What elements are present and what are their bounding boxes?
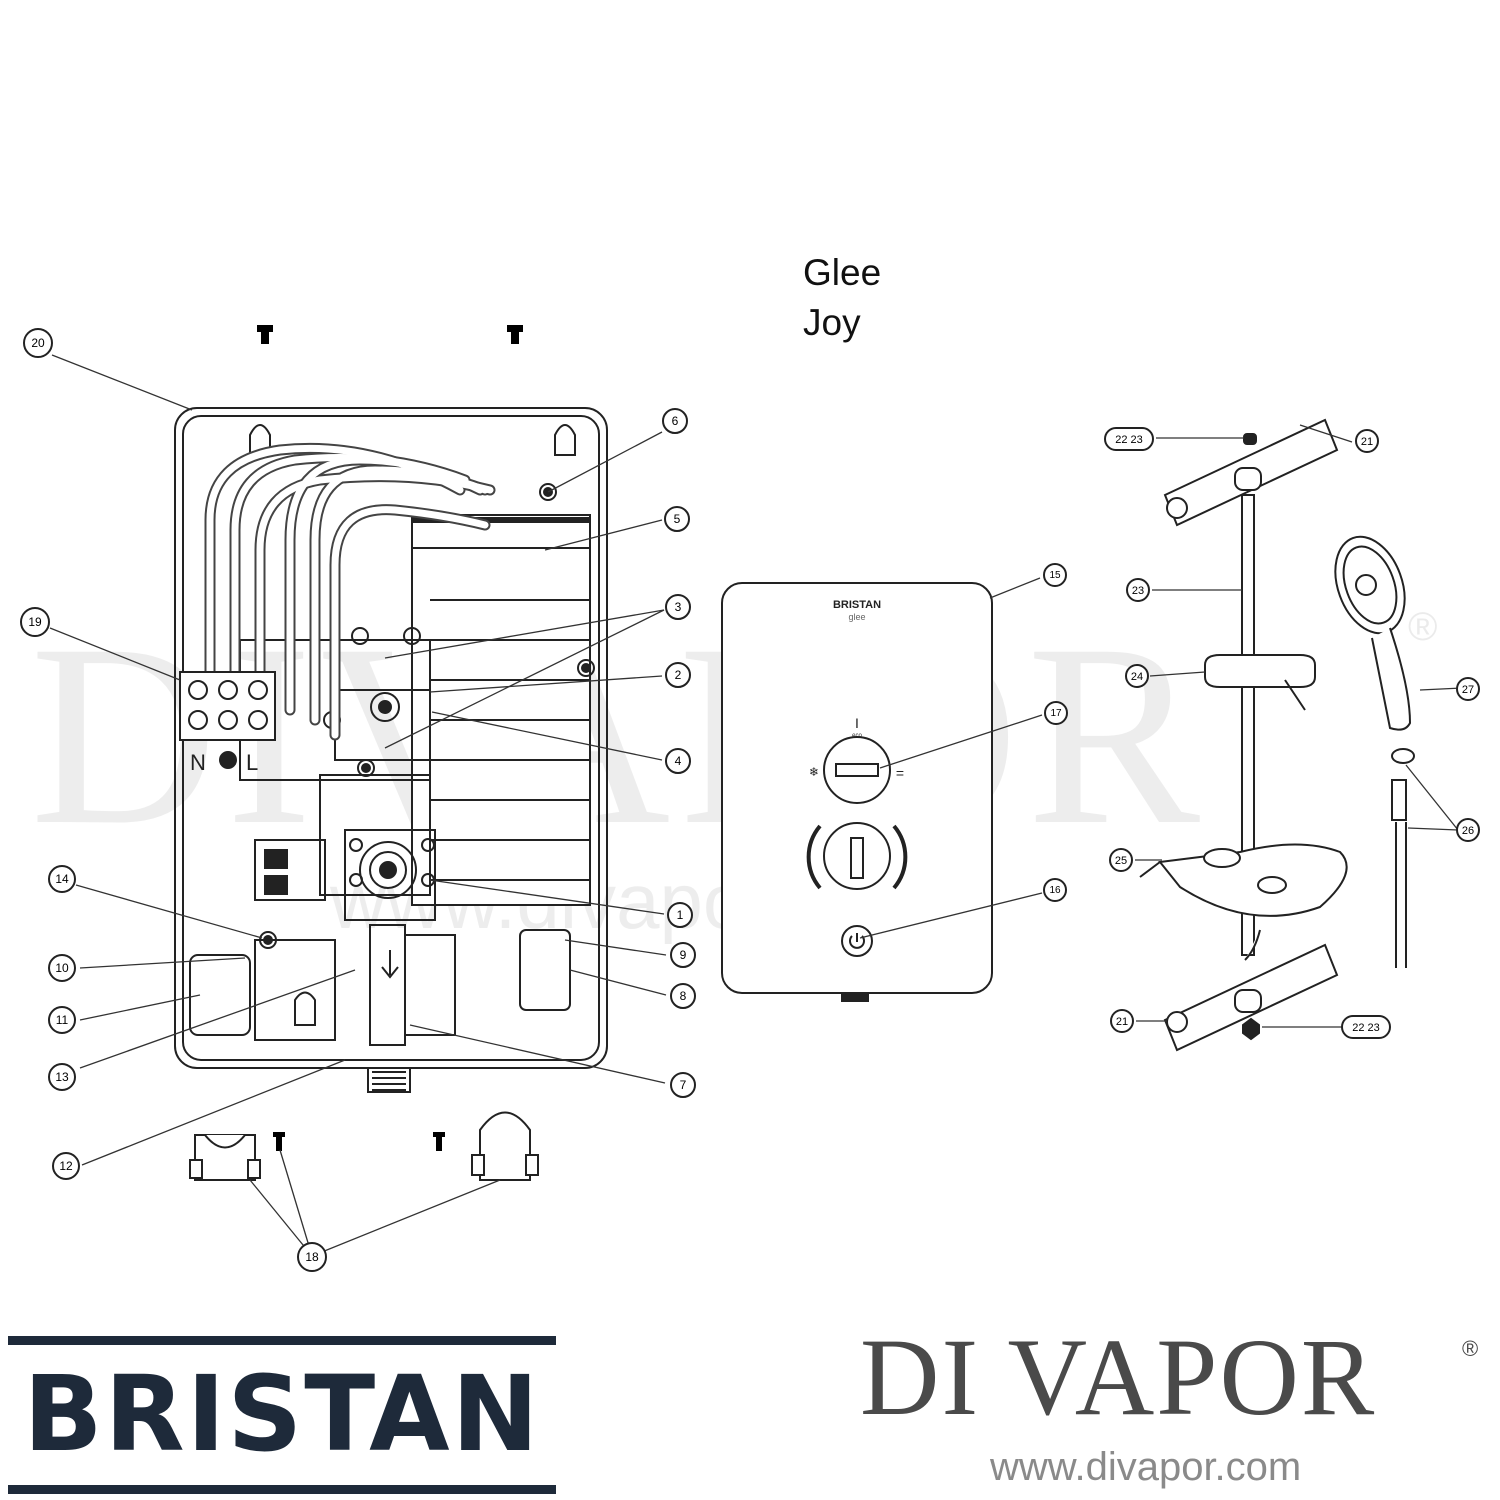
hose — [1391, 748, 1415, 968]
svg-text:1: 1 — [677, 908, 684, 922]
dealer-registered-mark: ® — [1462, 1336, 1479, 1361]
leader-lines — [49, 354, 1463, 1257]
bristan-logo: BRISTAN — [8, 1336, 556, 1494]
callout-2: 2 — [665, 662, 691, 688]
dealer-url[interactable]: www.divapor.com — [990, 1445, 1302, 1489]
panel-brand: BRISTAN — [833, 599, 881, 611]
model-name-glee: Glee — [803, 252, 882, 293]
svg-text:19: 19 — [28, 615, 42, 629]
handset — [1334, 535, 1412, 731]
callout-8: 8 — [670, 983, 696, 1009]
logo-wordmark: BRISTAN — [23, 1353, 541, 1475]
callout-15: 15 — [1043, 563, 1067, 587]
dial-label-top-sub: eco — [852, 733, 862, 739]
svg-text:17: 17 — [1050, 708, 1062, 719]
callout-7: 7 — [670, 1072, 696, 1098]
dial-label-right: = — [896, 765, 904, 781]
svg-text:2: 2 — [675, 668, 682, 682]
callout-19: 19 — [20, 607, 50, 637]
callout-21: 21 — [1355, 429, 1379, 453]
power-icon — [849, 933, 865, 949]
riser-rail — [1139, 418, 1348, 1052]
callout-17: 17 — [1044, 701, 1068, 725]
callout-20: 20 — [23, 328, 53, 358]
callout-14: 14 — [48, 865, 76, 893]
dial-label-top: I — [855, 715, 859, 731]
svg-text:9: 9 — [680, 948, 687, 962]
svg-text:18: 18 — [305, 1250, 319, 1264]
terminal-block — [179, 671, 276, 769]
callout-16: 16 — [1043, 878, 1067, 902]
svg-text:15: 15 — [1049, 570, 1061, 581]
svg-text:24: 24 — [1131, 671, 1143, 683]
callout-5: 5 — [664, 506, 690, 532]
front-cover — [721, 582, 993, 1002]
mounting-bracket — [471, 1111, 539, 1181]
svg-text:21: 21 — [1361, 436, 1373, 448]
svg-text:21: 21 — [1116, 1016, 1128, 1028]
logo-bar-top — [8, 1336, 556, 1345]
model-name-joy: Joy — [803, 302, 861, 343]
callout-6: 6 — [662, 408, 688, 434]
svg-text:11: 11 — [56, 1013, 69, 1027]
svg-text:12: 12 — [59, 1159, 73, 1173]
callout-22-23-top: 22 23 — [1104, 427, 1154, 451]
svg-text:23: 23 — [1132, 585, 1144, 597]
callout-22-23-bottom: 22 23 — [1341, 1015, 1391, 1039]
svg-text:4: 4 — [675, 754, 682, 768]
watermark-reg: ® — [1408, 605, 1437, 649]
svg-text:16: 16 — [1049, 885, 1061, 896]
callout-10: 10 — [48, 954, 76, 982]
terminal-label-n: N — [190, 750, 206, 775]
callout-12: 12 — [52, 1152, 80, 1180]
screw-icon — [257, 325, 273, 344]
svg-text:22 23: 22 23 — [1352, 1022, 1380, 1034]
callout-9: 9 — [670, 942, 696, 968]
callout-11: 11 — [48, 1006, 76, 1034]
svg-text:6: 6 — [672, 414, 679, 428]
svg-text:8: 8 — [680, 989, 687, 1003]
callout-27: 27 — [1456, 677, 1480, 701]
screw-icon — [507, 325, 523, 344]
wiring-loom-inner — [206, 444, 494, 739]
callout-3: 3 — [665, 594, 691, 620]
callouts: 1 2 3 4 5 6 7 8 9 10 11 12 13 14 15 16 1… — [20, 328, 1480, 1272]
svg-text:14: 14 — [55, 872, 69, 886]
callout-24: 24 — [1125, 664, 1149, 688]
mounting-bracket — [189, 1134, 261, 1181]
screw-icon — [433, 1132, 445, 1151]
svg-text:20: 20 — [31, 336, 45, 350]
terminal-label-l: L — [246, 750, 258, 775]
snowflake-icon: ❄ — [809, 765, 819, 779]
dealer-name: DI VAPOR — [860, 1316, 1377, 1438]
callout-13: 13 — [48, 1063, 76, 1091]
screw-icon — [273, 1132, 285, 1151]
callout-26: 26 — [1456, 818, 1480, 842]
callout-18: 18 — [297, 1242, 327, 1272]
svg-text:3: 3 — [675, 600, 682, 614]
svg-text:10: 10 — [55, 961, 69, 975]
svg-text:22 23: 22 23 — [1115, 434, 1143, 446]
callout-1: 1 — [667, 902, 693, 928]
callout-4: 4 — [665, 748, 691, 774]
callout-21-lower: 21 — [1110, 1009, 1134, 1033]
logo-bar-bottom — [8, 1485, 556, 1494]
callout-25: 25 — [1109, 848, 1133, 872]
svg-text:26: 26 — [1462, 825, 1474, 837]
unit-backplate — [174, 407, 608, 1093]
svg-text:5: 5 — [674, 512, 681, 526]
svg-text:25: 25 — [1115, 855, 1127, 867]
svg-text:7: 7 — [680, 1078, 687, 1092]
svg-text:27: 27 — [1462, 684, 1474, 696]
panel-model: glee — [848, 612, 865, 622]
svg-text:13: 13 — [55, 1070, 69, 1084]
callout-23: 23 — [1126, 578, 1150, 602]
